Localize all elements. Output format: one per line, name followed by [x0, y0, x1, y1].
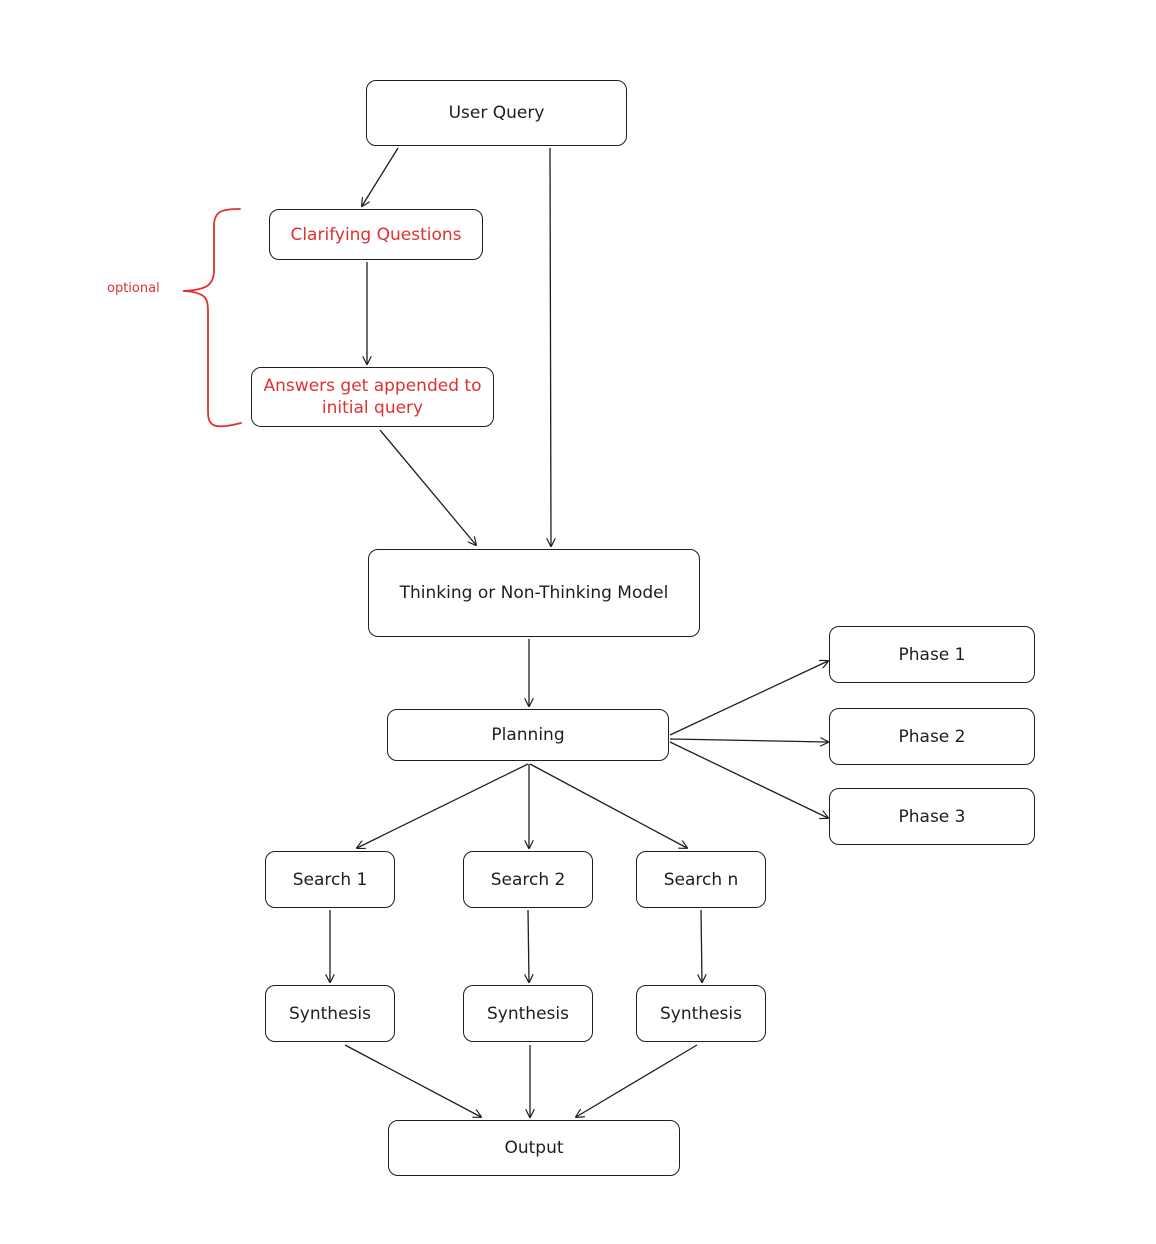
phase-3-node: Phase 3 — [829, 788, 1035, 845]
search-n-node: Search n — [636, 851, 766, 908]
arrow-answers-to-model — [379, 429, 476, 545]
arrow-search-2-to-synthesis — [528, 909, 529, 982]
synthesis-3-node: Synthesis — [636, 985, 766, 1042]
optional-note: optional — [107, 281, 160, 296]
phase-1-node: Phase 1 — [829, 626, 1035, 683]
clarifying-questions-node: Clarifying Questions — [269, 209, 483, 260]
arrow-planning-to-search-1 — [357, 763, 529, 848]
arrow-planning-to-phase-2 — [669, 739, 828, 742]
answers-appended-node: Answers get appended to initial query — [251, 367, 494, 427]
planning-node: Planning — [387, 709, 669, 761]
arrow-query-to-model — [550, 147, 551, 546]
arrow-query-to-clarifying — [362, 147, 399, 206]
search-1-node: Search 1 — [265, 851, 395, 908]
arrow-search-n-to-synthesis — [701, 909, 702, 982]
arrow-planning-to-phase-3 — [669, 741, 828, 818]
arrow-synthesis-3-to-output — [576, 1044, 698, 1117]
synthesis-2-node: Synthesis — [463, 985, 593, 1042]
synthesis-1-node: Synthesis — [265, 985, 395, 1042]
search-2-node: Search 2 — [463, 851, 593, 908]
output-node: Output — [388, 1120, 680, 1176]
user-query-node: User Query — [366, 80, 627, 146]
phase-2-node: Phase 2 — [829, 708, 1035, 765]
model-node: Thinking or Non-Thinking Model — [368, 549, 700, 637]
optional-brace — [182, 208, 242, 428]
arrow-synthesis-1-to-output — [344, 1044, 481, 1117]
arrow-planning-to-search-n — [529, 763, 687, 848]
arrow-planning-to-phase-1 — [669, 661, 828, 736]
